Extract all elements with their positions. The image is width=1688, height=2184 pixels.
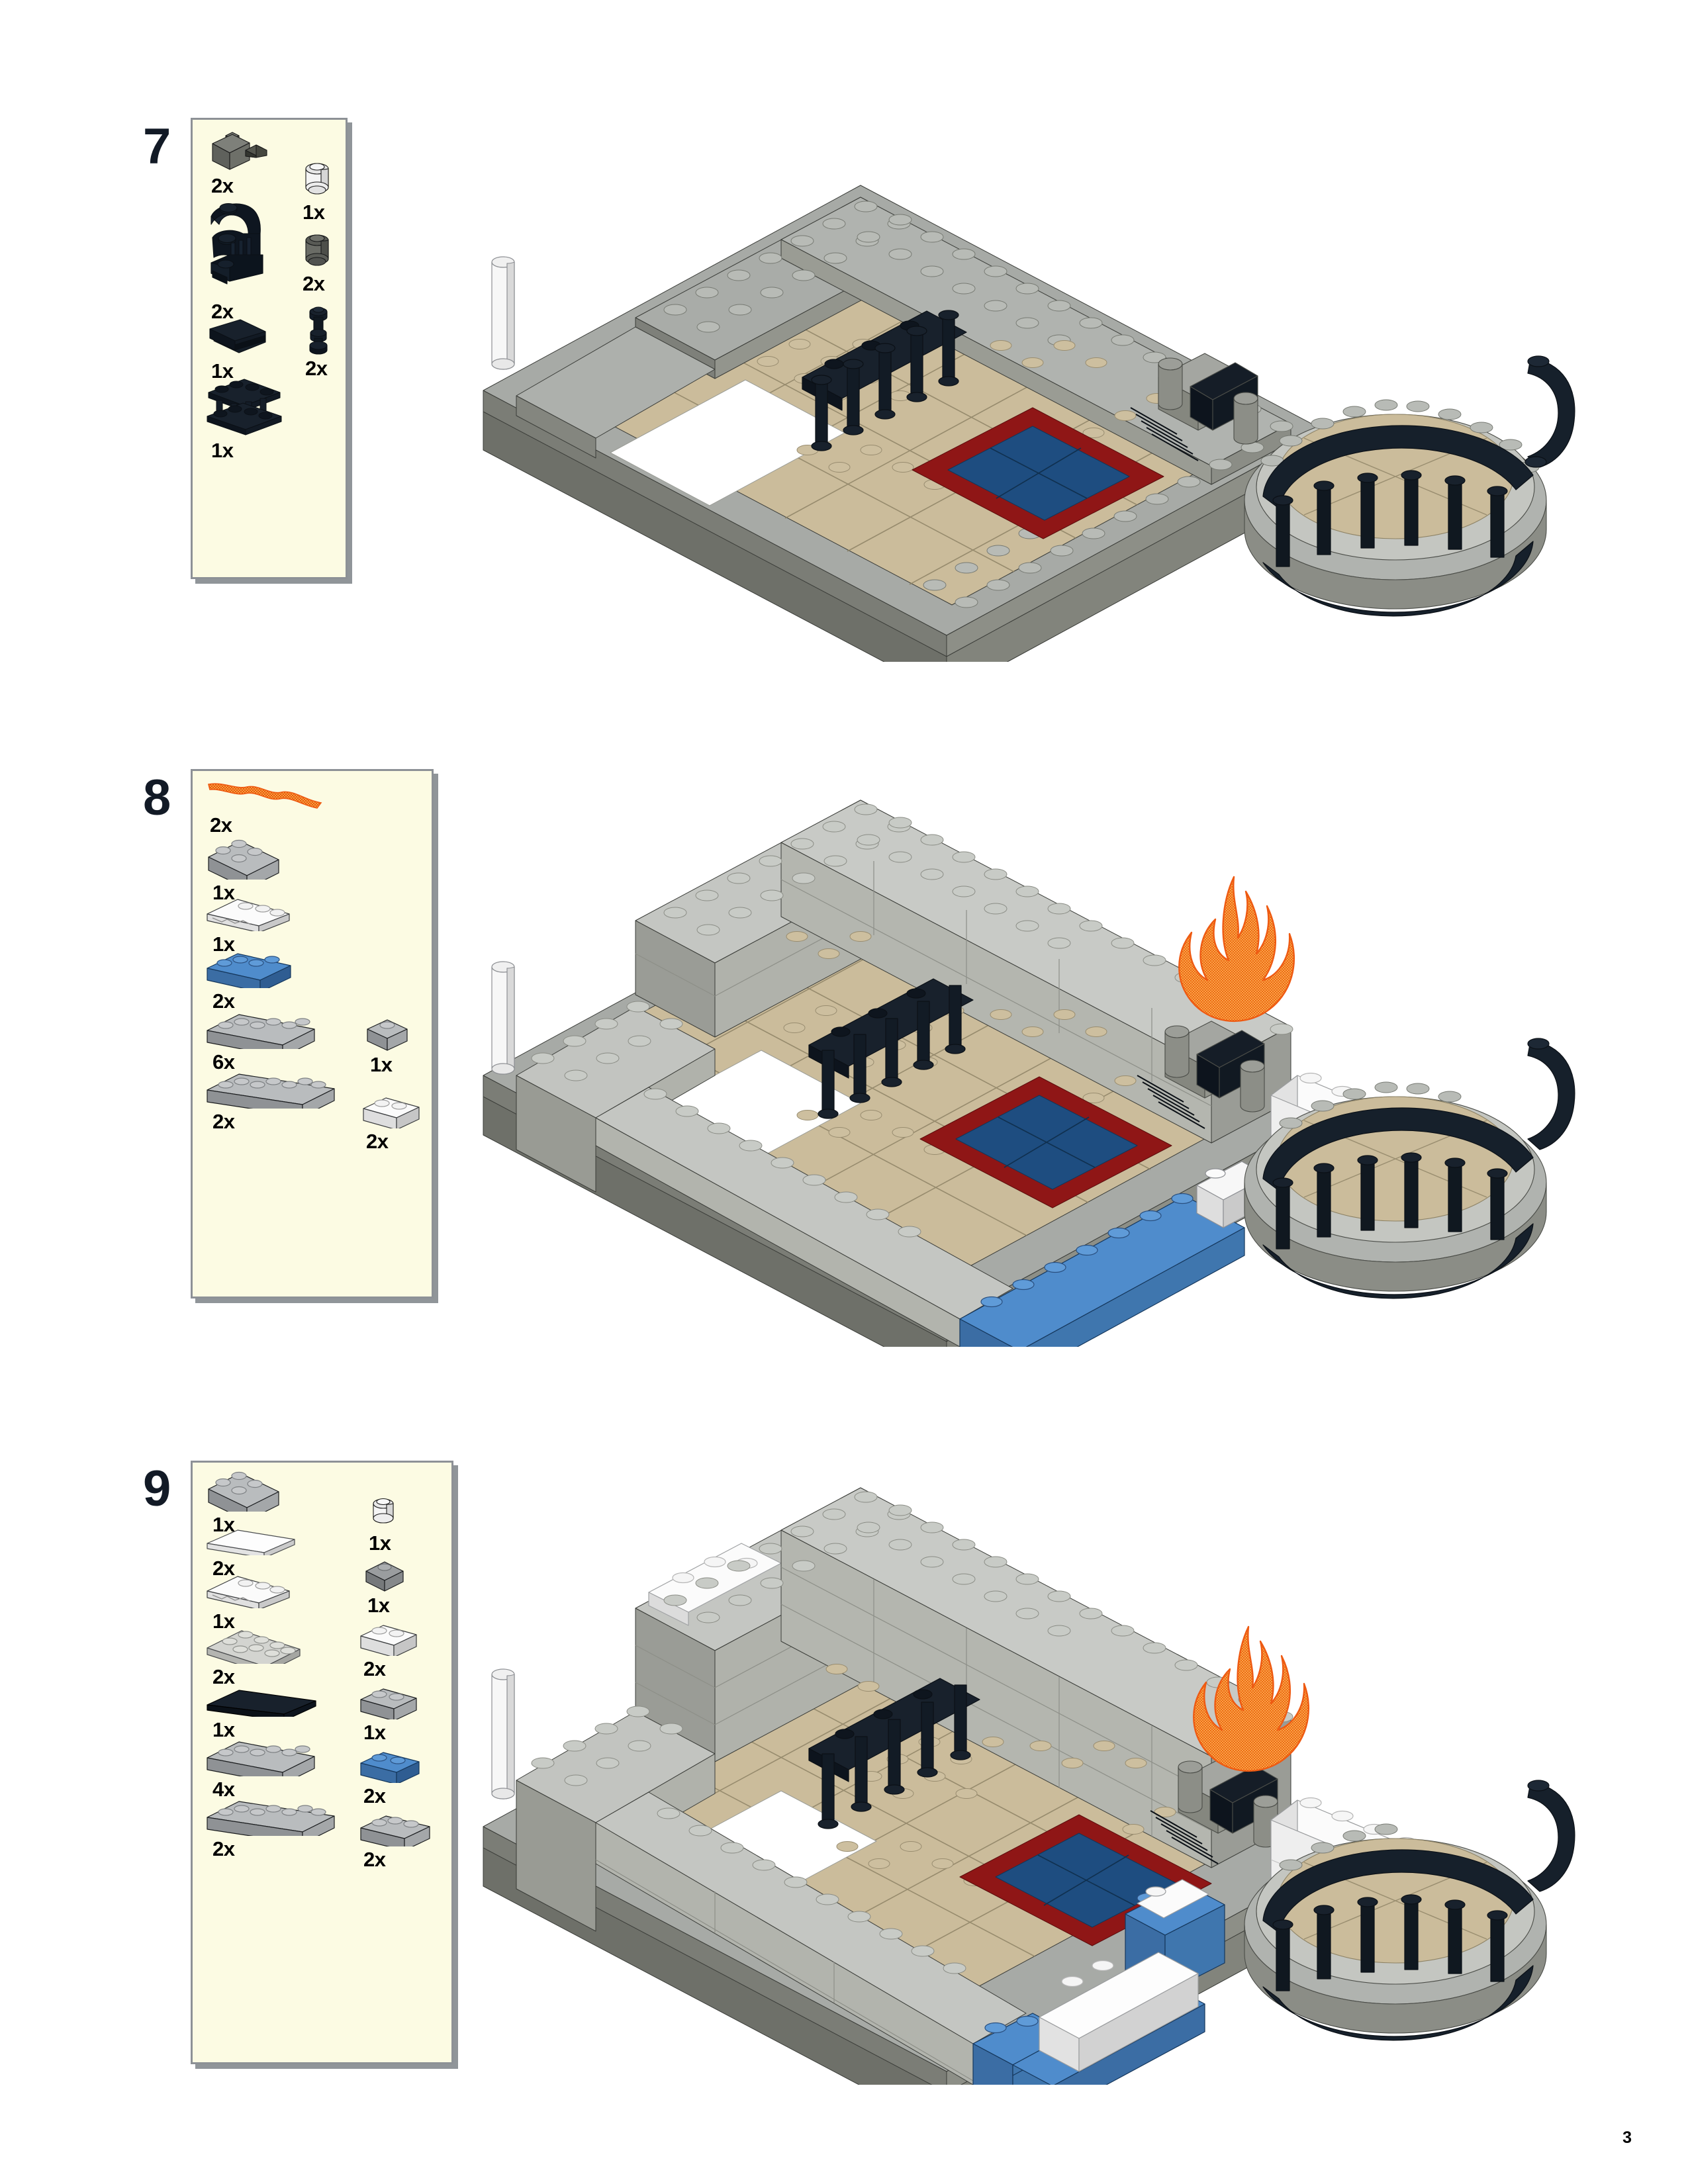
part-qty: 1x [212, 881, 235, 904]
part-qty: 2x [363, 1657, 386, 1680]
part-qty: 1x [363, 1721, 386, 1744]
part-qty: 2x [211, 174, 234, 197]
part-brick-1x2-blue: 2x [357, 1749, 423, 1808]
step-8-model [437, 764, 1648, 1347]
step-9: 9 [0, 1390, 1688, 2118]
part-tile-1x6-black: 1x [205, 1689, 318, 1742]
part-tile-1x4-white: 2x [205, 1529, 297, 1580]
step-7-parts-callout: 2x [191, 118, 348, 579]
part-fence-colonnade-1x4x2: 1x [202, 378, 287, 463]
part-brick-2x3-gray: 1x [205, 1471, 283, 1537]
part-column-bar-with-base: 2x [301, 305, 336, 381]
part-brick-2x3-gray: 1x [205, 839, 283, 905]
part-qty: 1x [370, 1053, 393, 1076]
page-number: 3 [1622, 2128, 1632, 2147]
part-qty: 2x [212, 1837, 235, 1860]
part-qty: 2x [212, 1557, 235, 1580]
part-brick-1x1-gray: 1x [361, 1559, 408, 1617]
part-qty: 2x [366, 1130, 389, 1153]
part-qty: 2x [303, 272, 325, 295]
part-qty: 1x [211, 359, 234, 383]
part-qty: 1x [212, 933, 235, 956]
part-wedge-plate-4x2-white: 1x [205, 898, 295, 956]
part-qty: 1x [212, 1718, 235, 1741]
part-brick-1x6-gray: 4x [205, 1738, 317, 1801]
part-brick-1x6-gray: 6x [205, 1011, 317, 1074]
step-9-parts-callout: 1x 2x [191, 1461, 453, 2064]
part-qty: 2x [212, 989, 235, 1013]
part-qty: 1x [369, 1531, 391, 1555]
part-brick-round-2x2-dark: 2x [299, 232, 336, 296]
part-qty: 6x [212, 1050, 235, 1073]
part-qty: 1x [212, 1610, 235, 1633]
step-9-model [437, 1449, 1648, 2085]
part-qty: 2x [212, 1110, 235, 1133]
part-qty: 4x [212, 1778, 235, 1801]
part-brick-1x1-with-clip: 2x [205, 130, 276, 198]
part-brick-1x8-gray: 2x [205, 1070, 337, 1134]
part-qty: 1x [367, 1594, 390, 1617]
part-qty: 1x [303, 201, 325, 224]
part-brick-1x8-gray: 2x [205, 1797, 337, 1861]
part-qty: 1x [212, 1513, 235, 1536]
part-qty: 2x [212, 1665, 235, 1688]
step-8: 8 [0, 682, 1688, 1390]
part-brick-round-2x2-white: 1x [366, 1496, 400, 1555]
part-brick-1x4-blue: 2x [205, 951, 295, 1013]
step-7-number: 7 [143, 118, 171, 175]
part-brick-1x2-gray: 1x [357, 1685, 420, 1745]
part-flame-piece: 2x [206, 780, 325, 837]
part-qty: 1x [211, 439, 234, 462]
part-qty: 2x [363, 1848, 386, 1871]
step-7: 7 [0, 0, 1688, 682]
step-8-number: 8 [143, 770, 171, 826]
step-8-parts-callout: 2x [191, 769, 434, 1298]
part-brick-1x2-white: 2x [359, 1094, 423, 1154]
part-qty: 2x [305, 357, 328, 380]
part-qty: 2x [211, 300, 234, 323]
part-arch-quarter-dome-support: 2x [205, 199, 276, 324]
part-brick-round-2x2-white: 1x [299, 161, 336, 224]
part-qty: 2x [363, 1784, 386, 1807]
part-wedge-plate-4x2-white: 1x [205, 1575, 295, 1633]
part-brick-1x3-gray: 2x [357, 1812, 434, 1872]
step-9-number: 9 [143, 1461, 171, 1517]
part-plate-2x4: 2x [205, 1629, 304, 1689]
part-panel-1x4x1: 1x [205, 318, 276, 383]
part-qty: 2x [210, 813, 232, 837]
part-brick-1x2-white: 2x [357, 1621, 420, 1681]
step-7-model [437, 99, 1648, 662]
part-brick-1x1-gray: 1x [363, 1017, 411, 1077]
